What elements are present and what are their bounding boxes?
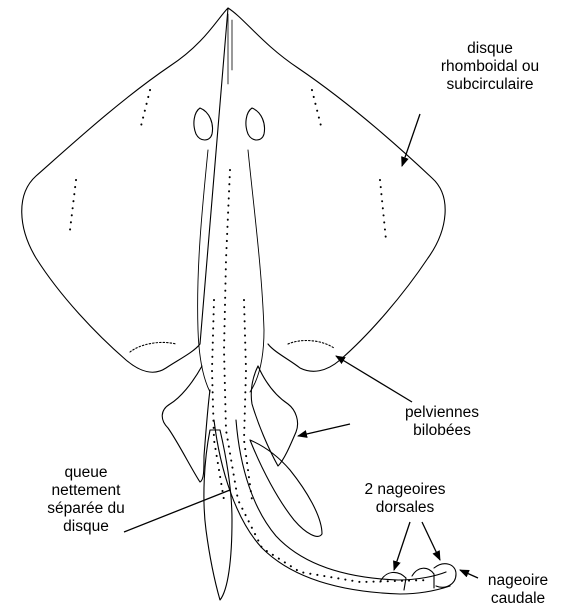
left-eye	[194, 108, 213, 140]
left-pelvic-fin	[162, 366, 210, 482]
spine-row-right	[244, 300, 252, 500]
disc-outline	[22, 8, 445, 372]
spine-row-left	[212, 300, 224, 500]
label-pelviennes: pelviennes bilobées	[392, 404, 492, 440]
right-pelvic-fin	[251, 366, 297, 466]
pelvic-margin-right	[288, 341, 334, 348]
pointer-caudale	[460, 570, 478, 578]
thorn-patch-right	[312, 90, 386, 240]
pointer-dorsale-2	[422, 522, 440, 560]
spine-row-center	[224, 170, 430, 582]
right-eye	[246, 108, 265, 140]
trunk-outline	[198, 150, 264, 392]
pelvic-margin-left	[130, 342, 176, 352]
label-queue: queue nettement séparée du disque	[38, 464, 134, 536]
label-disque: disque rhomboidal ou subcirculaire	[425, 40, 555, 94]
pointer-dorsale-1	[394, 522, 410, 570]
left-lobe	[204, 430, 232, 600]
pointer-pelviennes-upper	[336, 356, 412, 402]
snout-ridge	[228, 14, 232, 84]
pointer-pelviennes-lower	[298, 424, 350, 436]
label-dorsales: 2 nageoires dorsales	[350, 481, 460, 517]
pointer-queue	[124, 490, 230, 532]
label-caudale: nageoire caudale	[478, 572, 558, 608]
